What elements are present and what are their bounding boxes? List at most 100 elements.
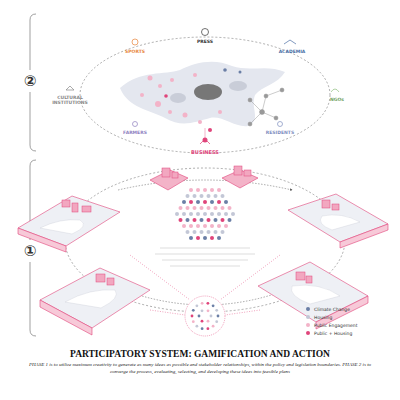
idea-dot <box>175 212 179 216</box>
board-dot <box>201 320 204 323</box>
idea-dot <box>186 218 190 222</box>
idea-dot <box>182 200 186 204</box>
category-label: RESIDENTS <box>266 130 294 135</box>
idea-dot <box>203 236 207 240</box>
board-dot <box>206 302 209 305</box>
legend-row: Climate Change <box>306 305 357 313</box>
board-dot <box>201 302 204 305</box>
idea-dot <box>228 206 232 210</box>
category-label: CULTURAL INSTITUTIONS <box>48 95 92 106</box>
idea-dot <box>207 194 211 198</box>
board-dot <box>206 327 209 330</box>
idea-dot <box>203 224 207 228</box>
idea-dot <box>189 200 193 204</box>
board-dot <box>198 315 201 318</box>
idea-dot <box>189 188 193 192</box>
board-dot <box>192 320 195 323</box>
legend-swatch <box>306 307 310 311</box>
idea-dot <box>217 224 221 228</box>
category-label: PRESS <box>197 39 213 44</box>
idea-dot <box>186 206 190 210</box>
legend-swatch <box>306 315 310 319</box>
idea-dot <box>217 212 221 216</box>
idea-dot <box>217 188 221 192</box>
idea-dot <box>224 224 228 228</box>
idea-dot <box>207 218 211 222</box>
board-dot <box>215 320 218 323</box>
legend: Climate ChangeHousingPublic EngagementPu… <box>306 305 357 337</box>
idea-dot <box>210 212 214 216</box>
idea-dot <box>210 188 214 192</box>
idea-dot <box>214 206 218 210</box>
idea-dot <box>200 194 204 198</box>
board-dot <box>201 309 204 312</box>
idea-dot <box>207 230 211 234</box>
callout-number: ① <box>24 242 37 260</box>
category-label: FARMERS <box>123 130 147 135</box>
stakeholder-map <box>66 29 339 154</box>
ideation-field <box>18 166 388 336</box>
idea-dot <box>224 200 228 204</box>
idea-dot <box>193 194 197 198</box>
idea-dot <box>182 212 186 216</box>
idea-dot <box>210 224 214 228</box>
idea-dot <box>196 200 200 204</box>
legend-swatch <box>306 331 310 335</box>
diagram-title: PARTICIPATORY SYSTEM: GAMIFICATION AND A… <box>0 349 400 359</box>
idea-dot <box>200 218 204 222</box>
idea-dot <box>224 212 228 216</box>
legend-text: Public + Housing <box>314 331 352 336</box>
idea-dot <box>196 236 200 240</box>
category-label: SPORTS <box>125 49 145 54</box>
idea-dot <box>217 236 221 240</box>
legend-row: Public + Housing <box>306 329 357 337</box>
idea-dot <box>196 224 200 228</box>
idea-dot <box>182 224 186 228</box>
idea-dot <box>228 218 232 222</box>
idea-dot <box>203 188 207 192</box>
legend-text: Climate Change <box>314 307 350 312</box>
idea-dot <box>193 206 197 210</box>
category-label: BUSINESS <box>191 149 219 155</box>
idea-dot <box>214 230 218 234</box>
idea-dot <box>189 212 193 216</box>
idea-dot <box>189 224 193 228</box>
board-dot <box>191 315 194 318</box>
board-dot <box>195 304 198 307</box>
idea-dot <box>189 236 193 240</box>
idea-dot <box>207 206 211 210</box>
idea-dot <box>193 218 197 222</box>
idea-dot <box>200 230 204 234</box>
legend-row: Housing <box>306 313 357 321</box>
idea-dot <box>186 194 190 198</box>
idea-dot <box>196 188 200 192</box>
idea-dot <box>210 200 214 204</box>
idea-dot <box>217 200 221 204</box>
legend-text: Housing <box>314 315 332 320</box>
board-dot <box>210 315 213 318</box>
board-dot <box>212 325 215 328</box>
idea-dot <box>196 212 200 216</box>
legend-text: Public Engagement <box>314 323 357 328</box>
board-dot <box>217 315 220 318</box>
legend-row: Public Engagement <box>306 321 357 329</box>
board-dot <box>207 320 210 323</box>
category-label: ACADEMIA <box>279 49 306 54</box>
idea-dot <box>221 206 225 210</box>
idea-dot <box>221 218 225 222</box>
category-label: NGOs <box>330 97 344 102</box>
idea-dot <box>210 236 214 240</box>
board-dot <box>201 327 204 330</box>
idea-dot <box>231 212 235 216</box>
idea-dot <box>221 230 225 234</box>
idea-dot <box>193 230 197 234</box>
idea-dot <box>179 218 183 222</box>
board-dot <box>212 304 215 307</box>
idea-dot <box>221 194 225 198</box>
board-dot <box>215 309 218 312</box>
idea-dot <box>186 230 190 234</box>
section-bracket <box>30 14 36 336</box>
idea-dot <box>214 218 218 222</box>
